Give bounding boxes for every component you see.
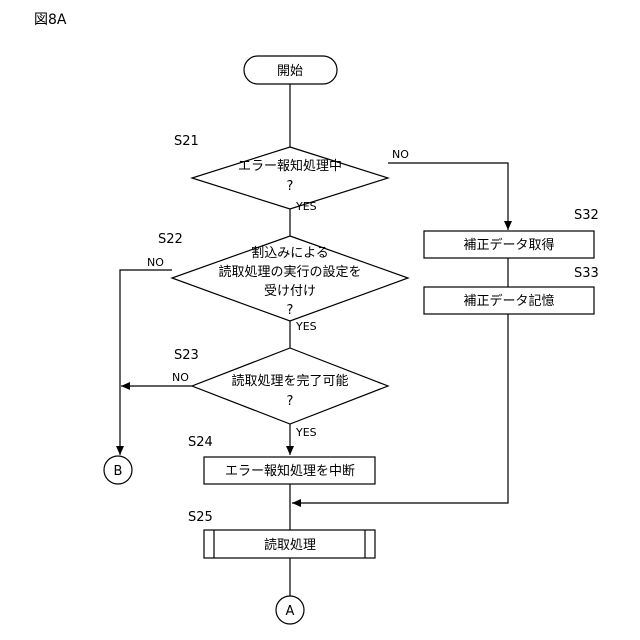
s21-yes-label: YES xyxy=(295,200,317,213)
decision-s21: S21 エラー報知処理中 ? NO YES xyxy=(174,134,409,213)
s32-text: 補正データ取得 xyxy=(463,237,554,253)
s22-text-line3: 受け付け xyxy=(264,284,316,299)
decision-s22: S22 割込みによる 読取処理の実行の設定を 受け付け ? NO YES xyxy=(147,232,408,333)
s22-yes-label: YES xyxy=(295,320,317,333)
s23-no-label: NO xyxy=(172,371,189,384)
s23-text-line2: ? xyxy=(287,394,294,409)
s23-yes-label: YES xyxy=(295,426,317,439)
step-s25-label: S25 xyxy=(188,510,213,525)
s21-text-line2: ? xyxy=(287,179,294,194)
s25-text: 読取処理 xyxy=(264,537,316,553)
s21-no-label: NO xyxy=(392,148,409,161)
decision-s23: S23 読取処理を完了可能 ? NO YES xyxy=(172,348,388,439)
step-s23-label: S23 xyxy=(174,348,199,363)
step-s21-label: S21 xyxy=(174,134,199,149)
s23-text-line1: 読取処理を完了可能 xyxy=(231,373,348,389)
s33-text: 補正データ記憶 xyxy=(463,293,554,309)
connector-b-label: B xyxy=(114,464,123,479)
step-s33-label: S33 xyxy=(574,266,599,281)
process-s25: S25 読取処理 xyxy=(188,510,375,558)
s24-text: エラー報知処理を中断 xyxy=(225,463,355,479)
process-s33: S33 補正データ記憶 xyxy=(424,266,599,314)
step-s24-label: S24 xyxy=(188,435,213,450)
s22-text-line4: ? xyxy=(287,303,294,318)
s22-text-line2: 読取処理の実行の設定を xyxy=(218,264,361,280)
start-terminal: 開始 xyxy=(244,56,337,84)
connector-a-label: A xyxy=(286,604,295,619)
s22-no-label: NO xyxy=(147,256,164,269)
connector-b: B xyxy=(104,456,132,484)
step-s22-label: S22 xyxy=(158,232,183,247)
process-s32: S32 補正データ取得 xyxy=(424,208,599,258)
start-label: 開始 xyxy=(277,64,303,79)
connector-a: A xyxy=(276,596,304,624)
step-s32-label: S32 xyxy=(574,208,599,223)
s21-text-line1: エラー報知処理中 xyxy=(238,158,342,174)
process-s24: S24 エラー報知処理を中断 xyxy=(188,435,375,484)
s22-text-line1: 割込みによる xyxy=(251,245,329,261)
